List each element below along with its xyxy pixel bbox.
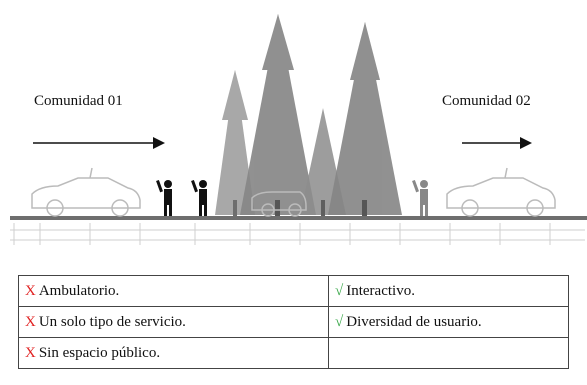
- person-waving-icon: [156, 180, 172, 216]
- person-waving-icon: [412, 180, 428, 216]
- person-waving-icon: [191, 180, 207, 216]
- cross-mark-icon: X: [25, 282, 36, 299]
- car-icon: [446, 167, 556, 217]
- street-scene: Comunidad 01 Comunidad 02: [10, 14, 587, 245]
- cross-mark-icon: X: [25, 344, 36, 361]
- arrow-right-icon: [462, 137, 532, 149]
- cell-text: Un solo tipo de servicio.: [38, 313, 186, 330]
- community-01-label: Comunidad 01: [34, 93, 123, 109]
- table-cell-empty: [328, 337, 569, 369]
- check-mark-icon: √: [335, 282, 344, 299]
- cell-text: Interactivo.: [346, 282, 415, 299]
- arrow-right-icon: [33, 137, 165, 149]
- street-line: [10, 216, 587, 220]
- street-ground: [10, 223, 585, 245]
- car-icon: [31, 167, 141, 217]
- table-cell: √Interactivo.: [328, 275, 569, 307]
- tree-icon: [328, 22, 402, 220]
- car-icon: [251, 191, 307, 217]
- cell-text: Diversidad de usuario.: [346, 313, 482, 330]
- cell-text: Sin espacio público.: [38, 344, 161, 361]
- tree-icon: [215, 70, 255, 220]
- street-illustration: [10, 14, 587, 245]
- cross-mark-icon: X: [25, 313, 36, 330]
- cell-text: Ambulatorio.: [38, 282, 120, 299]
- community-02-label: Comunidad 02: [442, 93, 531, 109]
- tree-icon: [240, 14, 316, 220]
- check-mark-icon: √: [335, 313, 344, 330]
- table-cell: √Diversidad de usuario.: [328, 306, 569, 338]
